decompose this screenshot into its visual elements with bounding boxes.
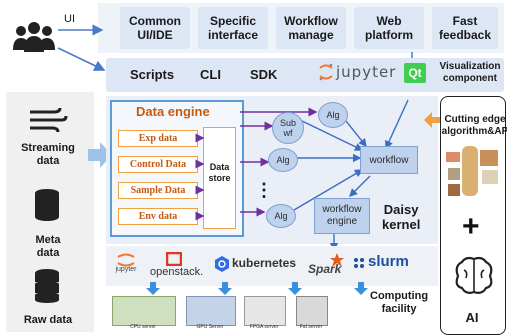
ai-label: AI — [465, 310, 479, 325]
algorithm-thumbnails — [446, 146, 502, 200]
fpga-server-image — [244, 296, 286, 326]
ap-arrow — [424, 112, 442, 128]
ui-label: UI — [64, 13, 75, 25]
gpu-server-image — [186, 296, 236, 326]
wind-icon — [30, 107, 68, 133]
alg-node-top: Alg — [318, 102, 348, 128]
users-icon — [13, 22, 55, 52]
gpu-server-label: GPU Server — [196, 324, 224, 330]
top-item-specific-interface: Specific interface — [198, 7, 268, 49]
cli-label: CLI — [200, 67, 221, 82]
ellipsis-dots: ⋮ — [255, 180, 273, 200]
jupyter-logo-icon — [319, 63, 333, 81]
database-icon — [35, 189, 59, 221]
slurm-icon — [354, 258, 364, 268]
data-engine-title: Data engine — [136, 104, 210, 119]
openstack-icon — [166, 252, 182, 266]
top-item-web-platform: Web platform — [354, 7, 424, 49]
scripts-label: Scripts — [130, 67, 175, 82]
alg-node-mid: Alg — [268, 148, 298, 172]
computing-facility-label: Computing facility — [370, 290, 429, 315]
top-item-common-ui: Common UI/IDE — [120, 7, 190, 49]
kubernetes-icon — [215, 256, 229, 272]
daisy-kernel-label: Daisy kernel — [382, 202, 421, 232]
spark-star-icon — [330, 253, 344, 267]
qt-logo: Qt — [404, 63, 426, 83]
raw-data-label: Raw data — [23, 314, 73, 326]
streaming-data-label: Streaming data — [21, 142, 75, 167]
cutting-edge-title: Cutting edge algorithm&AP — [441, 114, 507, 137]
cpu-server-image — [112, 296, 176, 326]
alg-node-bottom: Alg — [266, 204, 296, 228]
fat-server-image — [296, 296, 328, 326]
raw-storage-icon — [35, 269, 59, 303]
top-item-workflow-manage: Workflow manage — [276, 7, 346, 49]
workflow-engine-box: workflow engine — [314, 198, 370, 234]
cpu-server-label: CPU server — [130, 324, 156, 330]
tools-row-panel — [106, 58, 504, 92]
spark-label: Spark — [308, 262, 342, 276]
sub-workflow-node: Sub wf — [272, 112, 304, 144]
visualization-label: Visualization component — [439, 61, 501, 84]
brain-icon — [455, 256, 493, 294]
workflow-node: workflow — [360, 146, 418, 174]
fpga-server-label: FPGA server — [249, 324, 279, 330]
plus-sign: + — [462, 210, 480, 243]
meta-data-label: Meta data — [35, 234, 61, 259]
sdk-label: SDK — [250, 67, 278, 82]
env-data-box: Env data — [118, 208, 198, 225]
fat-server-label: Fat server — [299, 324, 323, 330]
control-data-box: Control Data — [118, 156, 198, 173]
data-store-label: Data store — [208, 162, 231, 183]
jupyter-infra-label: jupyter — [115, 266, 137, 273]
kubernetes-label: kubernetes — [232, 256, 297, 270]
jupyter-wordmark: jupyter — [336, 63, 397, 81]
slurm-label: slurm — [368, 253, 409, 270]
algorithm-panel — [440, 96, 506, 335]
openstack-label: openstack. — [150, 266, 204, 278]
data-store-box — [203, 127, 236, 229]
top-item-fast-feedback: Fast feedback — [432, 7, 498, 49]
jupyter-infra-icon — [117, 253, 135, 267]
infra-panel — [106, 246, 438, 286]
